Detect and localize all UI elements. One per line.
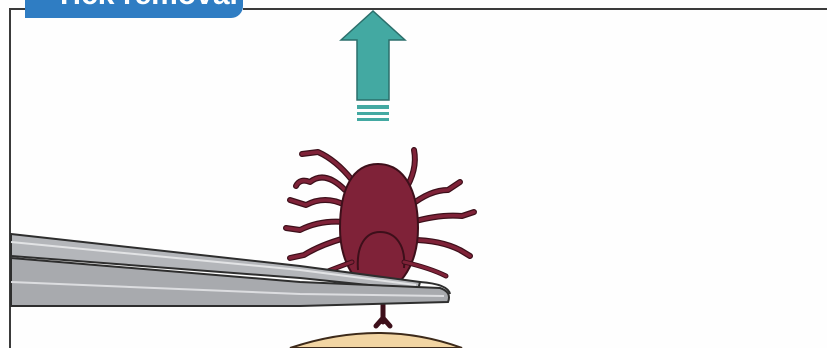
- page-title: Tick removal: [55, 0, 238, 10]
- skin-surface: [289, 332, 463, 348]
- frame-left-border: [9, 8, 11, 348]
- title-tab: Tick removal: [25, 0, 243, 18]
- frame-top-border-left: [9, 8, 27, 10]
- tweezers-icon: [10, 232, 451, 307]
- frame-top-border: [243, 8, 827, 10]
- tick-icon: [283, 147, 477, 294]
- up-arrow-icon: [339, 9, 407, 121]
